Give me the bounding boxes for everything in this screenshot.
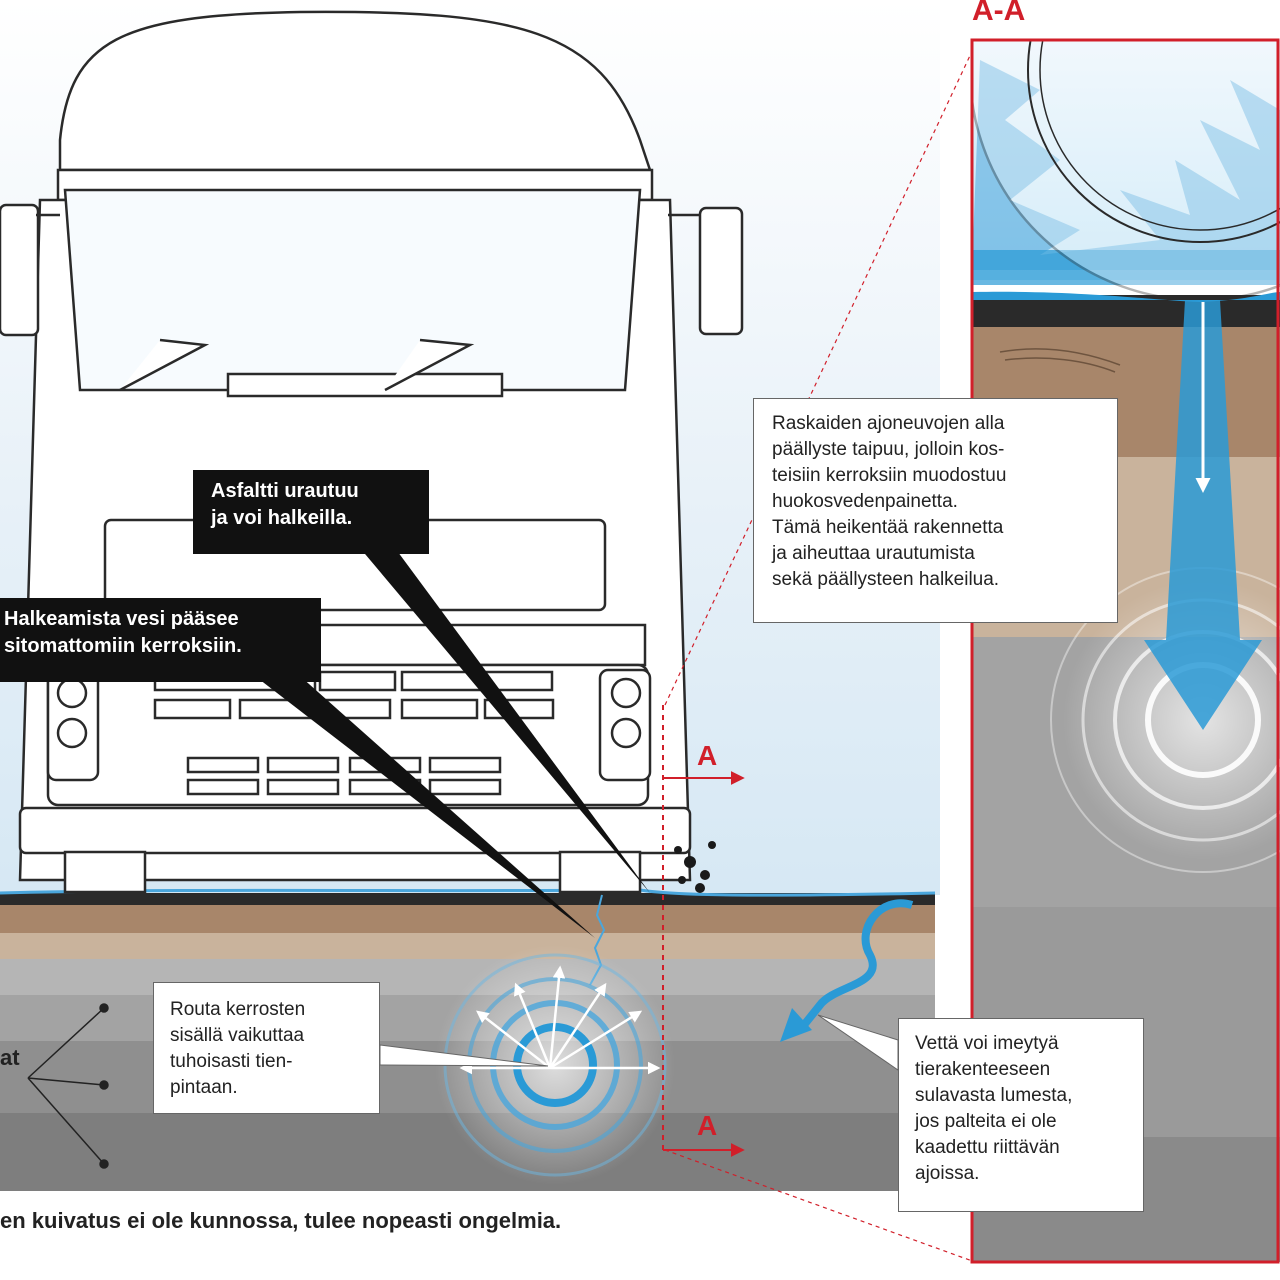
cracks-callout-line-1: Halkeamista vesi pääsee: [4, 608, 239, 630]
frost-callout-line-4: pintaan.: [170, 1077, 238, 1098]
water-callout: Vettä voi imeytyä tierakenteeseen sulava…: [898, 1018, 1144, 1212]
frost-callout-line-1: Routa kerrosten: [170, 999, 306, 1020]
water-callout-line-2: tierakenteeseen: [915, 1059, 1051, 1080]
frost-callout-line-2: sisällä vaikuttaa: [170, 1025, 305, 1046]
heavy-callout-line-3: teisiin kerroksiin muodostuu: [772, 465, 1007, 486]
asphalt-callout-line-2: ja voi halkeilla.: [211, 507, 353, 529]
layer-pointer-lines: [27, 1003, 109, 1169]
cross-section-frame: [970, 38, 1280, 1264]
bottom-caption: en kuivatus ei ole kunnossa, tulee nopea…: [0, 1208, 562, 1233]
water-callout-line-6: ajoissa.: [915, 1163, 980, 1184]
heavy-callout-line-2: päällyste taipuu, jolloin kos-: [772, 439, 1005, 460]
water-callout-line-1: Vettä voi imeytyä: [915, 1033, 1059, 1054]
section-label: A-A: [972, 0, 1026, 27]
heavy-callout-line-1: Raskaiden ajoneuvojen alla: [772, 413, 1005, 434]
layers-label-partial: at: [0, 1045, 20, 1070]
asphalt-callout-line-1: Asfaltti urautuu: [211, 480, 359, 502]
frost-arrows: [459, 965, 661, 1075]
frost-callout-pointer: [379, 1044, 549, 1067]
frost-callout: Routa kerrosten sisällä vaikuttaa tuhois…: [153, 982, 380, 1114]
water-callout-line-3: sulavasta lumesta,: [915, 1085, 1073, 1106]
heavy-callout-line-5: Tämä heikentää rakennetta: [772, 517, 1004, 538]
cracks-callout: Halkeamista vesi pääsee sitomattomiin ke…: [0, 598, 321, 682]
asphalt-callout: Asfaltti urautuu ja voi halkeilla.: [193, 470, 429, 554]
asphalt-callout-pointer: [360, 548, 650, 893]
water-callout-line-4: jos palteita ei ole: [915, 1111, 1057, 1132]
section-arrow-label-bottom: A: [697, 1110, 718, 1141]
water-callout-line-5: kaadettu riittävän: [915, 1137, 1060, 1158]
frost-callout-line-3: tuhoisasti tien-: [170, 1051, 293, 1072]
cracks-callout-line-2: sitomattomiin kerroksiin.: [4, 635, 242, 657]
section-cut-marker: [662, 44, 976, 1263]
heavy-vehicles-callout: Raskaiden ajoneuvojen alla päällyste tai…: [753, 398, 1118, 623]
water-arrow: [796, 899, 914, 1033]
cracks-callout-pointer: [255, 676, 595, 938]
asphalt-debris: [674, 841, 716, 893]
heavy-callout-line-6: ja aiheuttaa urautumista: [772, 543, 975, 564]
heavy-callout-line-4: huokosvedenpainetta.: [772, 491, 958, 512]
heavy-callout-line-7: sekä päällysteen halkeilua.: [772, 569, 1000, 590]
section-arrow-label-top: A: [697, 740, 718, 771]
